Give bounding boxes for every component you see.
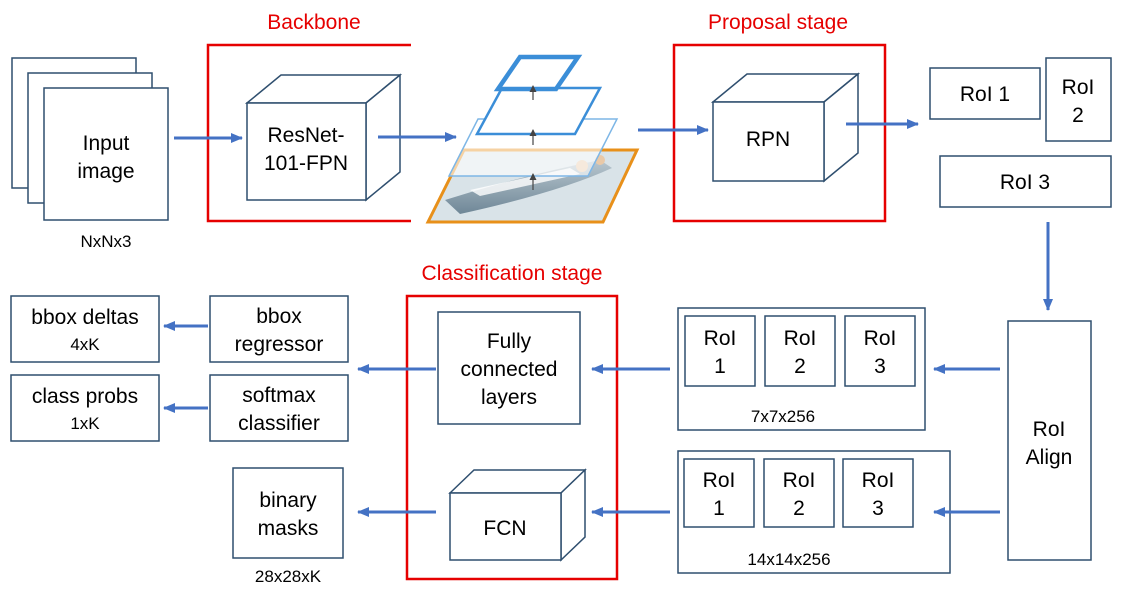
bbox-deltas-line2: 4xK <box>70 335 100 354</box>
softmax-classifier-line2: classifier <box>238 412 320 435</box>
roi-grid-7x7-cell-1 <box>684 315 756 387</box>
rpn-block <box>710 72 861 183</box>
bbox-regressor-line1: bbox <box>256 305 302 328</box>
roi-grid-7x7-cell-2-line2: 2 <box>794 355 806 378</box>
roi-2-box <box>1045 57 1112 142</box>
roi-grid-14x14-cell-1 <box>683 458 755 528</box>
roi-grid-7x7-cell-2-line1: RoI <box>784 327 817 350</box>
resnet-fpn-block <box>244 73 403 202</box>
roi-grid-7x7-cell-3 <box>844 315 916 387</box>
classification-stage-label: Classification stage <box>422 262 603 285</box>
roi-grid-7x7-cell-3-line1: RoI <box>864 327 897 350</box>
roi-2-label-line1: RoI <box>1062 76 1095 99</box>
fully-connected-box <box>437 311 581 425</box>
roi-grid-7x7-cell-1-line1: RoI <box>704 327 737 350</box>
roi-grid-14x14-cell-2-line2: 2 <box>793 497 805 520</box>
roi-grid-14x14-cell-2 <box>763 458 835 528</box>
input-image-label-line1: Input <box>83 132 130 155</box>
softmax-classifier-box <box>209 374 349 442</box>
bbox-regressor-line2: regressor <box>235 333 324 356</box>
roi-align-label-line2: Align <box>1026 446 1073 469</box>
proposal-stage-label: Proposal stage <box>708 11 848 34</box>
roi-grid-7x7-cell-1-line2: 1 <box>714 355 726 378</box>
roi-align-label-line1: RoI <box>1033 418 1066 441</box>
roi-grid-14x14-cell-1-line2: 1 <box>713 497 725 520</box>
softmax-classifier-line1: softmax <box>242 384 316 407</box>
class-probs-box <box>10 374 160 442</box>
roi-grid-7x7-cell-2 <box>764 315 836 387</box>
input-image-label-line2: image <box>77 160 134 183</box>
classification-stage-frame <box>405 294 619 581</box>
roi-align-box <box>1007 320 1092 561</box>
roi-2-label-line2: 2 <box>1072 104 1084 127</box>
roi-grid-14x14-cell-1-line1: RoI <box>703 469 736 492</box>
binary-masks-box <box>232 467 344 559</box>
backbone-stage-label: Backbone <box>267 11 360 34</box>
roi-3-label: RoI 3 <box>1000 171 1050 194</box>
roi-grid-7x7-cell-3-line2: 3 <box>874 355 886 378</box>
fully-connected-line2: connected <box>461 358 558 381</box>
proposal-stage-frame <box>672 43 887 223</box>
roi-grid-14x14-cell-3-line1: RoI <box>862 469 895 492</box>
bbox-deltas-box <box>10 295 160 363</box>
resnet-label-line2: 101-FPN <box>264 152 348 175</box>
binary-masks-line1: binary <box>259 489 317 512</box>
bbox-regressor-box <box>209 295 349 363</box>
roi-grid-7x7-dims: 7x7x256 <box>751 407 815 426</box>
fully-connected-line1: Fully <box>487 330 532 353</box>
fcn-label: FCN <box>483 517 526 540</box>
class-probs-line1: class probs <box>32 385 138 408</box>
class-probs-line2: 1xK <box>70 414 100 433</box>
flow-arrows <box>163 119 1053 517</box>
roi-grid-14x14-dims: 14x14x256 <box>747 550 830 569</box>
binary-masks-line2: masks <box>258 517 319 540</box>
bbox-deltas-line1: bbox deltas <box>31 306 138 329</box>
roi-1-box <box>929 67 1041 120</box>
roi-grid-14x14-cell-3 <box>842 458 914 528</box>
roi-3-box <box>939 155 1112 208</box>
fcn-block <box>448 468 587 562</box>
roi-1-label: RoI 1 <box>960 83 1010 106</box>
roi-grid-14x14-cell-3-line2: 3 <box>872 497 884 520</box>
rpn-label: RPN <box>746 128 790 151</box>
roi-grid-14x14-cell-2-line1: RoI <box>783 469 816 492</box>
fully-connected-line3: layers <box>481 386 537 409</box>
resnet-label-line1: ResNet- <box>267 124 344 147</box>
input-image-stack: Input image <box>11 57 169 221</box>
binary-masks-dims: 28x28xK <box>255 567 322 586</box>
input-dims-label: NxNx3 <box>80 232 131 251</box>
